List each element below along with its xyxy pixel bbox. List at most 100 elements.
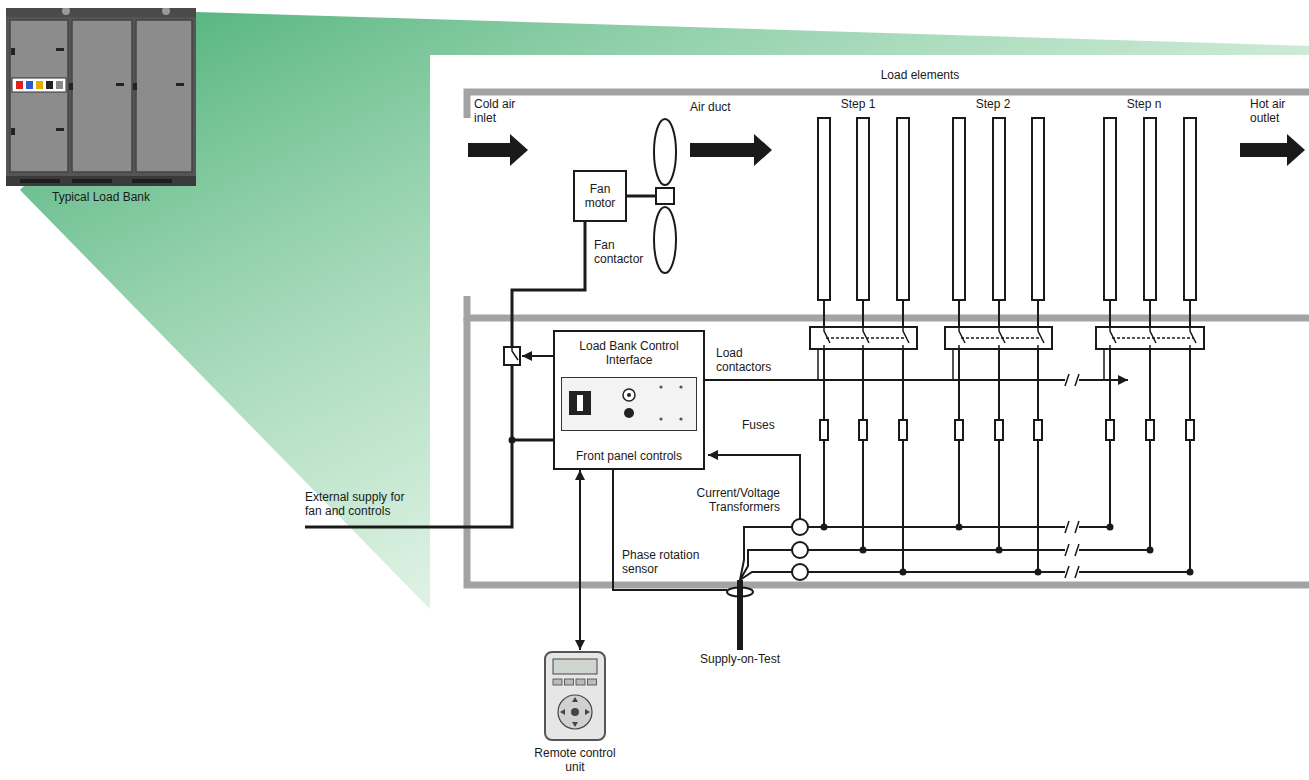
airflow-arrow bbox=[1240, 134, 1305, 166]
junction-dot bbox=[1035, 569, 1042, 576]
control-button bbox=[56, 81, 63, 89]
door-handle bbox=[56, 48, 64, 51]
transformer-symbol bbox=[792, 542, 808, 558]
top-rail bbox=[6, 8, 196, 17]
break-mark bbox=[1065, 374, 1079, 386]
control-signal bbox=[522, 355, 553, 357]
control-supply-wire bbox=[512, 439, 553, 442]
isolator-switch bbox=[569, 391, 591, 415]
node-text: Fan motor bbox=[577, 182, 623, 210]
panel-screw bbox=[679, 385, 682, 388]
mechanical-link bbox=[826, 337, 907, 339]
control-button bbox=[26, 81, 33, 89]
load-element bbox=[1144, 118, 1156, 300]
door-handle bbox=[116, 83, 124, 86]
load-bank-illustration bbox=[6, 8, 196, 186]
element-wire bbox=[998, 300, 1000, 327]
remote-button bbox=[553, 679, 562, 685]
isolator-handle bbox=[577, 395, 583, 411]
junction-dot bbox=[956, 524, 963, 531]
panel-screw bbox=[679, 417, 682, 420]
junction-dot bbox=[1107, 524, 1114, 531]
junction-dot bbox=[821, 524, 828, 531]
element-wire bbox=[902, 300, 904, 327]
step-wire bbox=[1109, 440, 1111, 527]
step-wire bbox=[998, 349, 1000, 420]
cabinet-body bbox=[6, 14, 196, 178]
contactor-control-line bbox=[705, 379, 1128, 381]
fuse-symbol bbox=[995, 420, 1003, 440]
front-panel-illustration bbox=[561, 377, 697, 431]
lifting-eye bbox=[62, 8, 70, 15]
load-element bbox=[857, 118, 869, 300]
mechanical-link bbox=[1112, 337, 1194, 339]
step-wire bbox=[1149, 349, 1151, 420]
diagram-panel bbox=[430, 55, 1309, 780]
break-mark bbox=[1065, 521, 1079, 533]
part-label: Step 2 bbox=[963, 97, 1023, 111]
junction-dot bbox=[900, 569, 907, 576]
housing-frame bbox=[467, 318, 1309, 585]
supply-cable bbox=[737, 580, 743, 650]
connector-arrow bbox=[579, 470, 581, 650]
step-wire bbox=[1037, 349, 1039, 420]
element-wire bbox=[1037, 300, 1039, 327]
part-label: Air duct bbox=[690, 100, 750, 114]
fork-slot bbox=[20, 179, 60, 183]
door-hinge bbox=[133, 83, 137, 90]
load-element bbox=[1032, 118, 1044, 300]
airflow-arrow bbox=[690, 134, 772, 166]
door-hinge bbox=[11, 48, 15, 55]
transformer-symbol bbox=[792, 564, 808, 580]
break-mark bbox=[1065, 544, 1079, 556]
part-label: Hot air outlet bbox=[1250, 97, 1302, 125]
remote-screen bbox=[553, 659, 597, 674]
mechanical-link bbox=[961, 337, 1042, 339]
fan-supply-wire bbox=[512, 222, 585, 347]
transformer-symbol bbox=[792, 519, 808, 535]
step-wire bbox=[823, 440, 825, 527]
node-text: Front panel controls bbox=[576, 449, 682, 463]
remote-button bbox=[588, 679, 597, 685]
part-label: Step n bbox=[1114, 97, 1174, 111]
fuse-symbol bbox=[899, 420, 907, 440]
break-mark bbox=[1065, 566, 1079, 578]
fork-slot bbox=[72, 179, 112, 183]
airflow-arrow bbox=[468, 134, 528, 166]
load-contactor bbox=[810, 327, 917, 349]
cabinet-door bbox=[10, 20, 68, 172]
panel-button bbox=[624, 408, 634, 418]
load-element bbox=[1104, 118, 1116, 300]
break-gap bbox=[1065, 374, 1079, 386]
panel-screw bbox=[659, 385, 662, 388]
duct-frame bbox=[467, 296, 1309, 318]
cabinet-door bbox=[136, 20, 192, 172]
base-rail bbox=[6, 176, 196, 186]
step-wire bbox=[823, 349, 825, 420]
remote-body bbox=[545, 652, 605, 740]
bus-line bbox=[808, 571, 1190, 573]
load-bank-picture: Typical Load Bank bbox=[6, 8, 196, 186]
step-wire bbox=[958, 440, 960, 527]
contactor-link bbox=[952, 349, 954, 380]
fan-shaft bbox=[627, 195, 656, 198]
phase-wire bbox=[740, 527, 792, 580]
load-element bbox=[818, 118, 830, 300]
lifting-eye bbox=[162, 8, 170, 15]
element-wire bbox=[1189, 300, 1191, 327]
process-box: Fan motor bbox=[573, 170, 627, 222]
step-wire bbox=[862, 349, 864, 420]
fuse-symbol bbox=[859, 420, 867, 440]
step-wire bbox=[958, 349, 960, 420]
part-label: Cold air inlet bbox=[474, 97, 529, 125]
control-button bbox=[36, 81, 43, 89]
fan-hub bbox=[656, 188, 674, 204]
fuse-symbol bbox=[1146, 420, 1154, 440]
load-element bbox=[897, 118, 909, 300]
contactor-link bbox=[817, 349, 819, 380]
phase-wire bbox=[740, 550, 792, 580]
element-wire bbox=[862, 300, 864, 327]
junction-dot bbox=[1147, 547, 1154, 554]
break-gap bbox=[1065, 544, 1079, 556]
duct-frame bbox=[467, 92, 1309, 118]
